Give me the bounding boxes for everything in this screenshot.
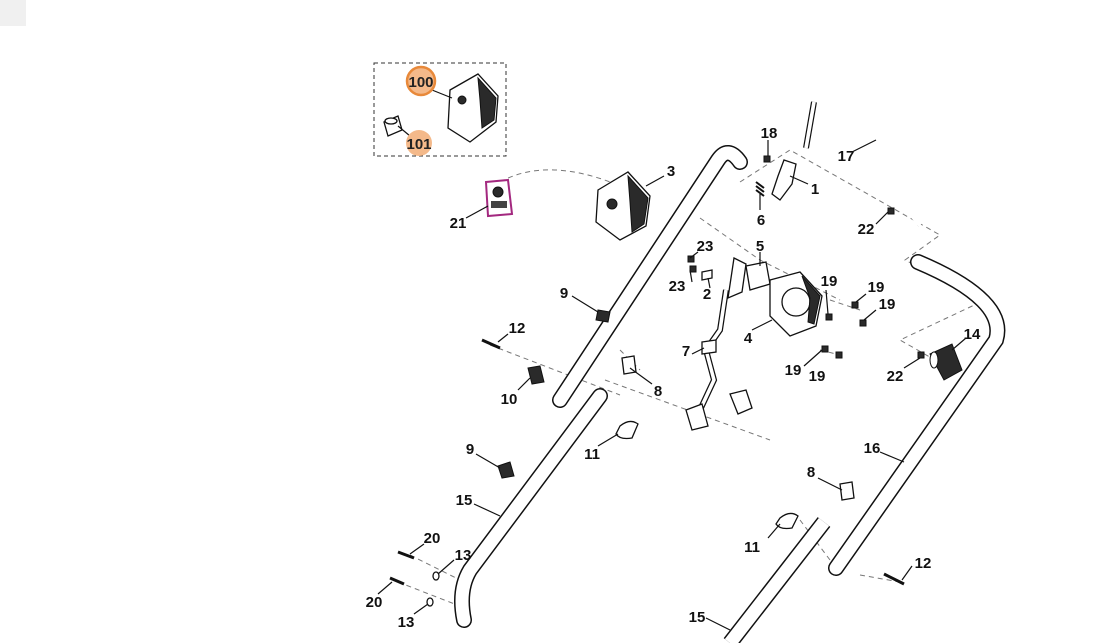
lower-tube-part-15[interactable] xyxy=(454,388,608,628)
right-handle-part-16[interactable] xyxy=(828,254,1006,576)
label-17: 17 xyxy=(838,148,855,165)
label-22-top: 22 xyxy=(858,221,875,238)
label-18: 18 xyxy=(761,125,778,142)
corner-tab xyxy=(0,0,26,26)
label-12-right: 12 xyxy=(915,555,932,572)
spring-part-6[interactable] xyxy=(755,181,765,197)
label-1: 1 xyxy=(811,181,819,198)
label-100: 100 xyxy=(408,74,433,91)
kit-box xyxy=(373,62,507,157)
washer-part-13b[interactable] xyxy=(426,597,434,607)
label-20-top: 20 xyxy=(424,530,441,547)
label-11-right: 11 xyxy=(744,539,760,556)
label-9-top: 9 xyxy=(560,285,568,302)
bolt-part-12b[interactable] xyxy=(883,572,905,586)
label-19-b: 19 xyxy=(868,279,885,296)
label-8-top: 8 xyxy=(654,383,662,400)
label-16: 16 xyxy=(864,440,881,457)
label-19-a: 19 xyxy=(821,273,838,290)
label-9-bottom: 9 xyxy=(466,441,474,458)
cap-part-9a[interactable] xyxy=(595,309,611,323)
label-5: 5 xyxy=(756,238,764,255)
label-2: 2 xyxy=(703,286,711,303)
bolt-part-20b[interactable] xyxy=(389,576,405,586)
label-4: 4 xyxy=(744,330,753,347)
label-20-bottom: 20 xyxy=(366,594,383,611)
label-19-c: 19 xyxy=(879,296,896,313)
knob-part-101[interactable] xyxy=(383,115,403,137)
leader-lines xyxy=(377,89,967,631)
lever-part-1[interactable] xyxy=(771,159,797,201)
label-13-bottom: 13 xyxy=(398,614,415,631)
label-21: 21 xyxy=(450,215,467,232)
label-6: 6 xyxy=(757,212,765,229)
switch-part-5[interactable] xyxy=(745,261,771,291)
cover-part-3[interactable] xyxy=(595,171,651,241)
label-11-left: 11 xyxy=(584,446,600,463)
screw-part-18[interactable] xyxy=(763,155,771,163)
label-15-bottom: 15 xyxy=(689,609,706,626)
cover-part-100[interactable] xyxy=(447,73,499,143)
label-23-bottom: 23 xyxy=(669,278,686,295)
label-10: 10 xyxy=(501,391,518,408)
bolt-part-20a[interactable] xyxy=(397,550,415,560)
part-labels: 100 101 21 3 18 17 1 6 22 23 23 5 2 19 1… xyxy=(366,74,981,631)
label-23-top: 23 xyxy=(697,238,714,255)
bracket-part-2[interactable] xyxy=(701,257,747,300)
housing-part-4[interactable] xyxy=(769,271,823,337)
label-13-top: 13 xyxy=(455,547,472,564)
screws-19-22-23[interactable] xyxy=(687,207,925,359)
cable-part-7[interactable] xyxy=(685,289,753,431)
cap-part-9b[interactable] xyxy=(497,461,515,479)
decal-part-21[interactable] xyxy=(484,178,514,218)
bolt-part-12a[interactable] xyxy=(481,338,501,350)
label-22-bottom: 22 xyxy=(887,368,904,385)
label-19-e: 19 xyxy=(809,368,826,385)
callout-101-highlight xyxy=(406,130,432,156)
left-handle-tube[interactable] xyxy=(552,145,748,408)
nut-part-11b[interactable] xyxy=(775,512,799,530)
callout-100-highlight xyxy=(405,65,437,97)
washer-part-13a[interactable] xyxy=(432,571,440,581)
sleeve-part-8b[interactable] xyxy=(839,481,855,501)
nut-part-11a[interactable] xyxy=(615,420,639,440)
label-8-bottom: 8 xyxy=(807,464,815,481)
grip-part-14[interactable] xyxy=(929,343,963,381)
label-101: 101 xyxy=(406,136,431,153)
label-19-d: 19 xyxy=(785,362,802,379)
label-15-left: 15 xyxy=(456,492,473,509)
label-3: 3 xyxy=(667,163,675,180)
lower-right-tube-part-15[interactable] xyxy=(723,517,831,643)
label-14: 14 xyxy=(964,326,981,343)
label-12-left: 12 xyxy=(509,320,526,337)
clamp-part-10[interactable] xyxy=(527,365,545,385)
label-7: 7 xyxy=(682,343,690,360)
